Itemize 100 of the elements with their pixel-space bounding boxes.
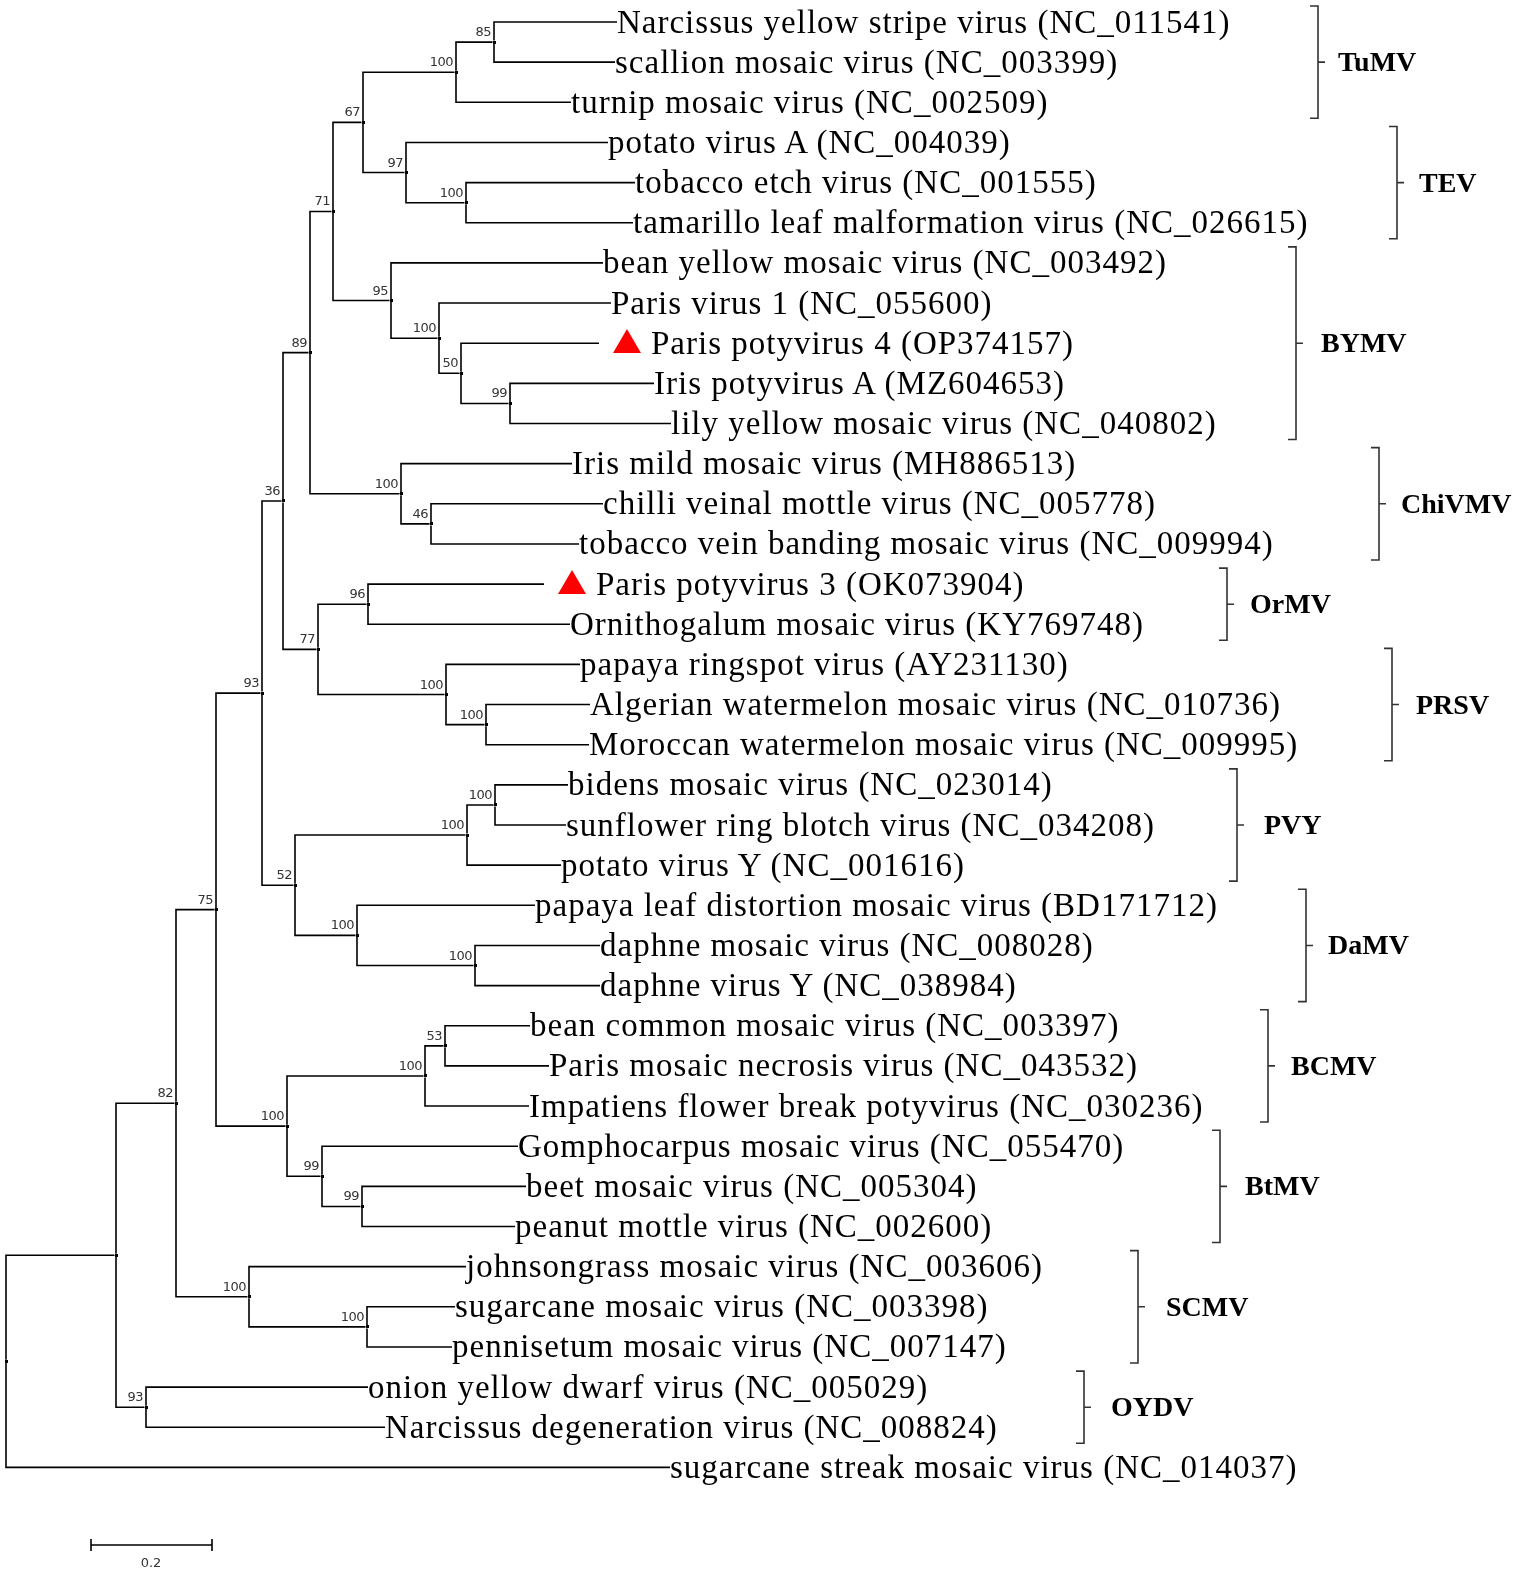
branch-line: [367, 583, 545, 604]
branch-line: [466, 835, 562, 866]
branch-line: [294, 834, 467, 885]
bootstrap-value: 93: [243, 676, 259, 690]
branch-line: [455, 72, 572, 104]
taxon-label: papaya ringspot virus (AY231130): [580, 647, 1069, 681]
bootstrap-value: 100: [429, 55, 453, 69]
taxon-label: potato virus A (NC_004039): [608, 125, 1011, 159]
bootstrap-value: 100: [398, 1058, 422, 1072]
branch-node: [355, 933, 359, 937]
taxon-label: Ornithogalum mosaic virus (KY769748): [570, 607, 1144, 641]
clade-label: DaMV: [1328, 931, 1409, 960]
branch-line: [175, 1103, 249, 1298]
branch-line: [465, 181, 636, 202]
bootstrap-value: 96: [349, 587, 365, 601]
branch-line: [321, 1145, 519, 1176]
branch-line: [282, 501, 318, 651]
clade-label: BCMV: [1291, 1051, 1377, 1080]
branch-node: [492, 40, 496, 44]
bootstrap-value: 67: [344, 105, 360, 119]
taxon-label: potato virus Y (NC_001616): [561, 848, 965, 882]
branch-line: [286, 1126, 322, 1178]
taxon-label: tobacco vein banding mosaic virus (NC_009994): [579, 527, 1274, 561]
taxon-label: pennisetum mosaic virus (NC_007147): [452, 1330, 1007, 1364]
taxon-label: Paris potyvirus 4 (OP374157): [651, 326, 1075, 360]
branch-line: [5, 1362, 671, 1469]
bootstrap-value: 100: [440, 818, 464, 832]
branch-node: [508, 401, 512, 405]
taxon-label: bidens mosaic virus (NC_023014): [568, 768, 1053, 802]
branch-line: [282, 351, 310, 501]
branch-line: [424, 1076, 530, 1107]
branch-line: [332, 212, 391, 302]
branch-line: [445, 663, 581, 694]
clade-label: BtMV: [1245, 1172, 1320, 1201]
branch-line: [215, 692, 262, 909]
taxon-label: daphne virus Y (NC_038984): [600, 969, 1017, 1003]
taxon-label: peanut mottle virus (NC_002600): [515, 1210, 993, 1243]
taxon-label: johnsongrass mosaic virus (NC_003606): [466, 1250, 1043, 1284]
taxon-label: daphne mosaic virus (NC_008028): [600, 928, 1094, 962]
clade-label: OYDV: [1111, 1393, 1194, 1422]
branch-node: [464, 201, 468, 205]
branch-line: [317, 650, 446, 696]
bootstrap-value: 100: [439, 185, 463, 199]
branch-line: [465, 203, 634, 224]
bootstrap-value: 46: [412, 506, 428, 520]
branch-node: [320, 1174, 324, 1178]
branch-line: [444, 1046, 550, 1067]
clade-label: PVY: [1264, 811, 1322, 839]
branch-line: [361, 1185, 527, 1206]
branch-line: [430, 503, 604, 524]
branch-node: [4, 1359, 8, 1363]
branch-line: [367, 604, 571, 626]
bootstrap-value: 53: [426, 1028, 442, 1042]
branch-line: [366, 1327, 453, 1348]
branch-line: [485, 703, 591, 724]
branch-node: [454, 70, 458, 74]
branch-line: [309, 210, 333, 352]
bootstrap-value: 93: [127, 1390, 143, 1404]
taxon-label: Paris mosaic necrosis virus (NC_043532): [549, 1049, 1138, 1083]
taxon-label: onion yellow dwarf virus (NC_005029): [368, 1370, 929, 1404]
branch-line: [493, 42, 616, 63]
branch-node: [144, 1405, 148, 1409]
branch-node: [465, 833, 469, 837]
taxon-label: scallion mosaic virus (NC_003399): [615, 45, 1119, 79]
branch-line: [460, 342, 600, 373]
branch-line: [400, 494, 431, 525]
branch-line: [509, 404, 672, 425]
branch-line: [261, 693, 295, 887]
branch-line: [261, 500, 283, 693]
branch-line: [286, 1075, 425, 1126]
taxon-label: Paris potyvirus 3 (OK073904): [596, 567, 1025, 601]
branch-node: [423, 1074, 427, 1078]
branch-line: [494, 805, 567, 826]
bootstrap-value: 99: [303, 1159, 319, 1173]
branch-node: [214, 908, 218, 912]
clade-label: OrMV: [1250, 590, 1331, 619]
branch-line: [145, 1407, 386, 1429]
branch-node: [444, 693, 448, 696]
bootstrap-value: 82: [157, 1086, 173, 1100]
clade-label: TuMV: [1338, 48, 1417, 77]
branch-line: [444, 1024, 531, 1046]
branch-node: [459, 371, 463, 375]
triangle-icon: [613, 329, 641, 354]
branch-node: [365, 1325, 369, 1329]
triangle-icon: [558, 570, 586, 595]
branch-line: [493, 21, 618, 42]
branch-node: [260, 691, 264, 695]
taxon-label: sugarcane streak mosaic virus (NC_014037): [670, 1450, 1298, 1484]
taxon-label: Gomphocarpus mosaic virus (NC_055470): [518, 1129, 1125, 1163]
bootstrap-value: 75: [197, 892, 213, 906]
clade-label: PRSV: [1416, 690, 1490, 719]
bootstrap-value: 100: [374, 476, 398, 490]
taxon-label: bean common mosaic virus (NC_003397): [530, 1009, 1120, 1043]
bootstrap-value: 99: [343, 1189, 359, 1203]
branch-line: [145, 1386, 369, 1407]
branch-node: [399, 492, 403, 496]
bootstrap-value: 52: [276, 868, 292, 882]
taxon-label: Narcissus yellow stripe virus (NC_011541): [617, 5, 1231, 39]
branch-node: [247, 1295, 251, 1299]
branch-line: [215, 910, 287, 1127]
